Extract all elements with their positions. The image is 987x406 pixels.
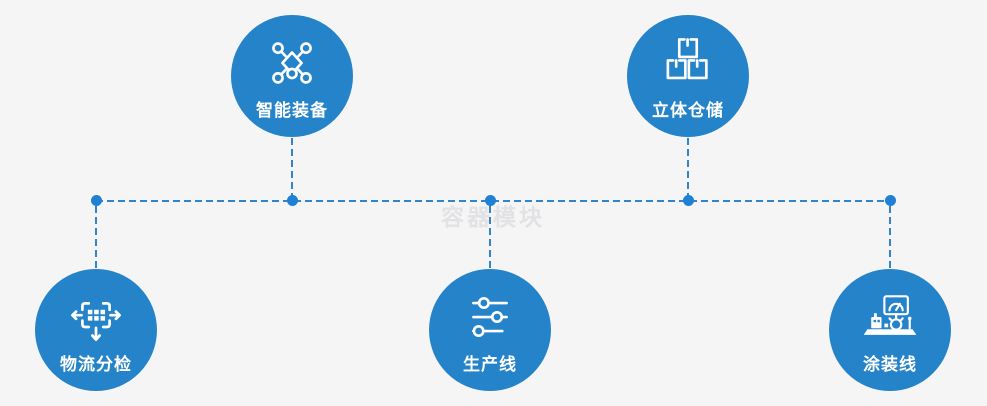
node-smart-equipment[interactable]: 智能装备	[231, 15, 353, 137]
network-nodes-icon	[261, 34, 323, 92]
junction-dot	[885, 195, 896, 206]
node-label: 智能装备	[256, 101, 328, 120]
junction-dot	[683, 195, 694, 206]
node-label: 立体仓储	[652, 101, 724, 120]
node-painting-line[interactable]: 涂装线	[829, 269, 951, 391]
node-label: 生产线	[463, 355, 517, 374]
junction-dot	[287, 195, 298, 206]
branch-line-smart-equipment	[291, 138, 293, 196]
node-label: 涂装线	[863, 355, 917, 374]
branch-line-painting-line	[889, 206, 891, 268]
sliders-icon	[459, 288, 521, 346]
node-logistics-sorting[interactable]: 物流分检	[35, 269, 157, 391]
watermark-text: 容器模块	[441, 204, 545, 230]
stacked-boxes-icon	[657, 34, 719, 92]
branch-line-warehouse	[687, 138, 689, 196]
node-warehouse[interactable]: 立体仓储	[627, 15, 749, 137]
sort-distribute-icon	[65, 288, 127, 346]
branch-line-logistics-sorting	[95, 206, 97, 268]
node-label: 物流分检	[60, 355, 132, 374]
branch-line-production-line	[489, 206, 491, 268]
junction-dot	[91, 195, 102, 206]
node-production-line[interactable]: 生产线	[429, 269, 551, 391]
machine-monitor-icon	[859, 288, 921, 346]
junction-dot	[485, 195, 496, 206]
